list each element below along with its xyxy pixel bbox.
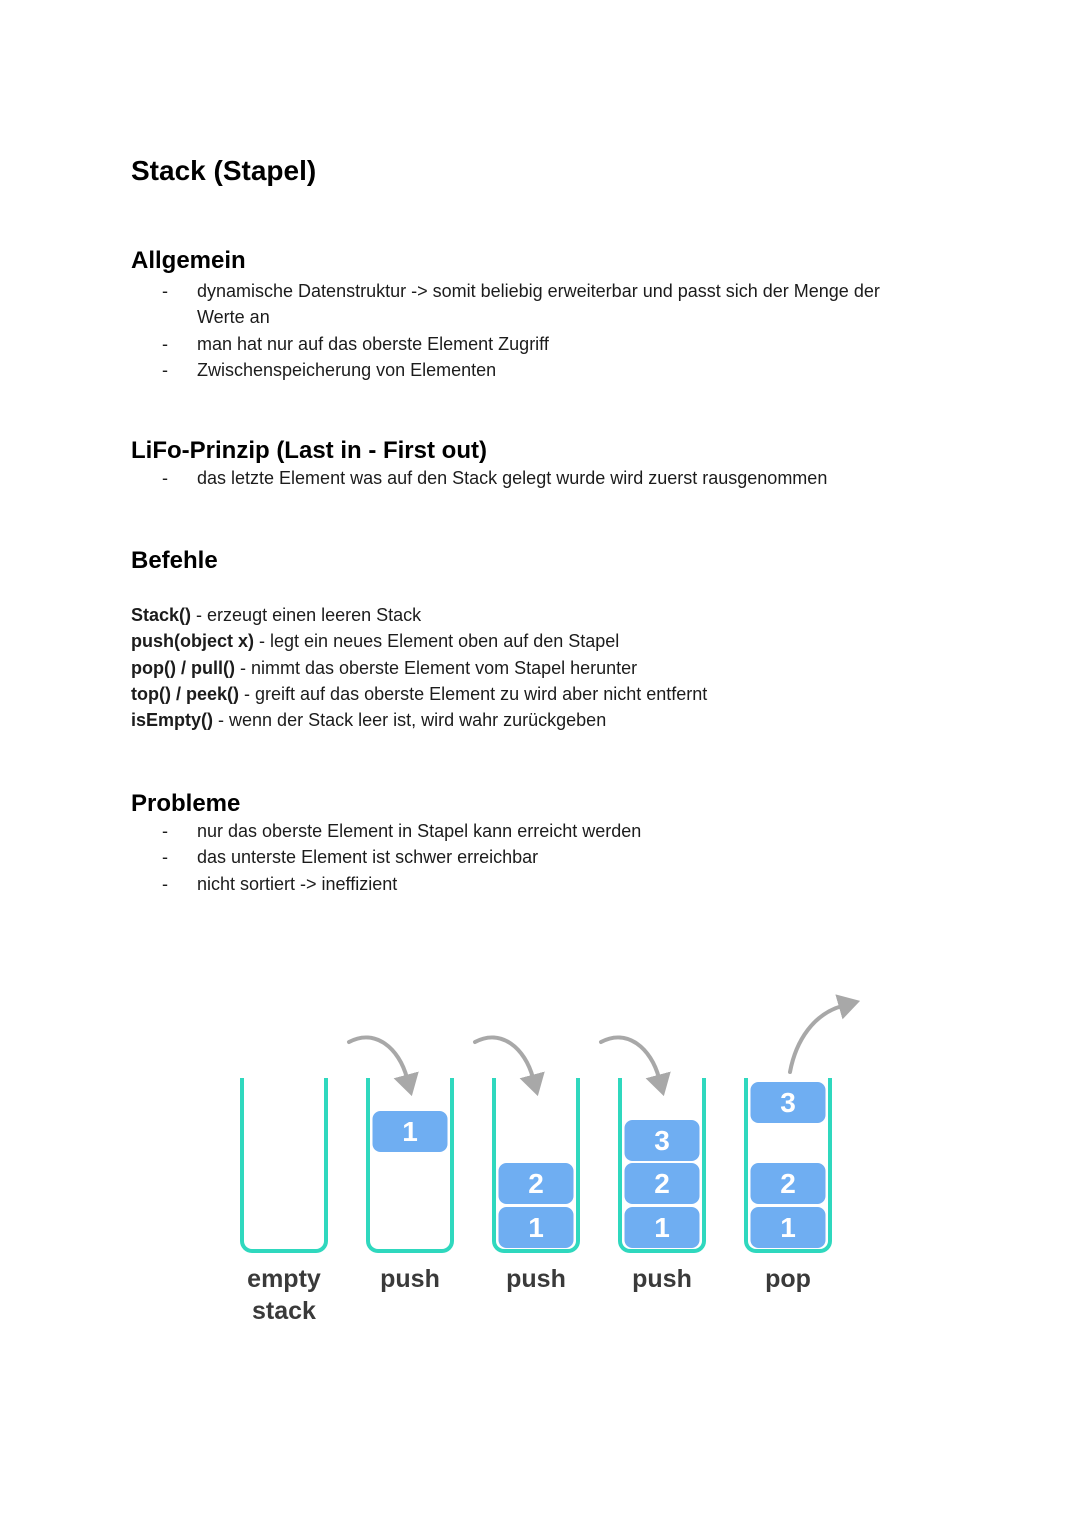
command-name: top() / peek() — [131, 683, 239, 704]
command-desc: - wenn der Stack leer ist, wird wahr zur… — [218, 710, 607, 731]
stage-label: push — [380, 1265, 440, 1293]
bullet-text: nicht sortiert -> ineffizient — [197, 873, 398, 894]
push-arrow-icon — [347, 1035, 419, 1097]
bullet-text: nur das oberste Element in Stapel kann e… — [197, 821, 642, 841]
stack-container: 3 2 1 — [618, 1078, 706, 1253]
bullet-dash: - — [162, 468, 168, 488]
stack-block: 2 — [624, 1163, 700, 1204]
command-name: pop() / pull() — [131, 657, 235, 678]
stack-block: 1 — [372, 1111, 448, 1152]
bullet-dash: - — [162, 847, 168, 868]
bullet-item: - nur das oberste Element in Stapel kann… — [131, 818, 931, 844]
stack-container — [240, 1078, 328, 1253]
bullet-item: - nicht sortiert -> ineffizient — [131, 871, 931, 897]
heading-allgemein: Allgemein — [131, 247, 246, 274]
stage-label: pop — [765, 1265, 811, 1293]
bullet-item: - Zwischenspeicherung von Elementen — [131, 357, 931, 383]
command-desc: - erzeugt einen leeren Stack — [196, 605, 422, 625]
bullet-dash: - — [162, 873, 168, 894]
bullet-text: das unterste Element ist schwer erreichb… — [197, 847, 539, 868]
bullet-text: Zwischenspeicherung von Elementen — [197, 359, 497, 380]
command-name: Stack() — [131, 605, 192, 625]
stack-block: 2 — [750, 1163, 826, 1204]
command-name: push(object x) — [131, 631, 255, 652]
allgemein-bullet-list: - dynamische Datenstruktur -> somit beli… — [131, 278, 931, 383]
lifo-bullet-list: - das letzte Element was auf den Stack g… — [131, 465, 931, 491]
page-title: Stack (Stapel) — [131, 155, 317, 186]
command-line: push(object x) - legt ein neues Element … — [131, 628, 951, 654]
heading-lifo: LiFo-Prinzip (Last in - First out) — [131, 437, 487, 464]
stage-label: push — [632, 1265, 692, 1293]
bullet-text: das letzte Element was auf den Stack gel… — [197, 468, 828, 488]
probleme-bullet-list: - nur das oberste Element in Stapel kann… — [131, 818, 931, 897]
stack-block: 3 — [624, 1120, 700, 1161]
command-name: isEmpty() — [131, 710, 214, 731]
stage-label: empty stack — [247, 1265, 321, 1325]
stack-block: 1 — [498, 1207, 574, 1248]
stage-label: push — [506, 1265, 566, 1293]
bullet-dash: - — [162, 359, 168, 380]
stack-container: 1 — [366, 1078, 454, 1253]
bullet-dash: - — [162, 821, 168, 841]
stack-container: 2 1 — [492, 1078, 580, 1253]
heading-probleme: Probleme — [131, 790, 241, 817]
command-desc: - nimmt das oberste Element vom Stapel h… — [239, 657, 638, 678]
push-arrow-icon — [599, 1035, 671, 1097]
bullet-item: - das unterste Element ist schwer erreic… — [131, 844, 931, 870]
bullet-item: - das letzte Element was auf den Stack g… — [131, 465, 931, 491]
command-desc: - legt ein neues Element oben auf den St… — [259, 631, 620, 652]
stack-block: 3 — [750, 1082, 826, 1123]
bullet-item: - man hat nur auf das oberste Element Zu… — [131, 331, 931, 357]
command-line: isEmpty() - wenn der Stack leer ist, wir… — [131, 707, 951, 733]
command-line: top() / peek() - greift auf das oberste … — [131, 681, 951, 707]
stack-block: 1 — [624, 1207, 700, 1248]
bullet-text: man hat nur auf das oberste Element Zugr… — [197, 333, 549, 354]
stack-container: 3 2 1 — [744, 1078, 832, 1253]
stack-block: 2 — [498, 1163, 574, 1204]
stack-block: 1 — [750, 1207, 826, 1248]
command-list: Stack() - erzeugt einen leeren Stack pus… — [131, 602, 951, 733]
command-desc: - greift auf das oberste Element zu wird… — [244, 683, 708, 704]
bullet-dash: - — [162, 281, 168, 301]
pop-arrow-icon — [788, 994, 861, 1074]
heading-befehle: Befehle — [131, 547, 218, 574]
bullet-text: dynamische Datenstruktur -> somit belieb… — [197, 281, 880, 328]
bullet-dash: - — [162, 333, 168, 354]
push-arrow-icon — [473, 1035, 545, 1097]
bullet-item: - dynamische Datenstruktur -> somit beli… — [131, 278, 931, 331]
command-line: Stack() - erzeugt einen leeren Stack — [131, 602, 951, 628]
command-line: pop() / pull() - nimmt das oberste Eleme… — [131, 655, 951, 681]
